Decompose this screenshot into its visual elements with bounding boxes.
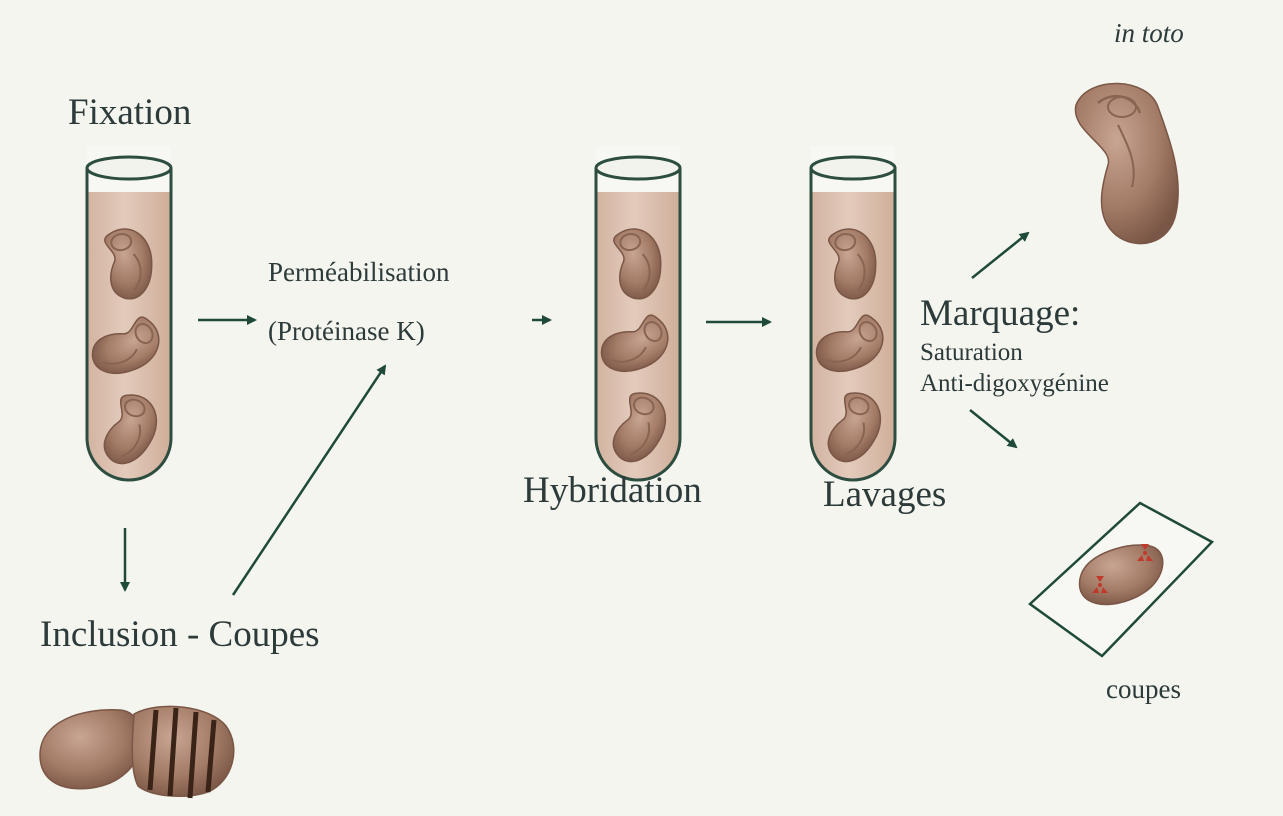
coupes-label: coupes xyxy=(1106,674,1181,704)
fixation-tube xyxy=(84,144,173,482)
proteinase-label: (Protéinase K) xyxy=(268,316,425,346)
lavages-label: Lavages xyxy=(823,474,947,515)
permeabilisation-label: Perméabilisation xyxy=(268,257,450,287)
arrow-inclusion-to-permeabilisation xyxy=(231,364,387,596)
in-toto-label: in toto xyxy=(1114,18,1184,48)
hybridation-label: Hybridation xyxy=(523,470,702,511)
marquage-label: Marquage: xyxy=(920,293,1081,334)
arrow-marquage-to-in-toto xyxy=(971,231,1030,279)
anti-digoxygenine-label: Anti-digoxygénine xyxy=(920,370,1109,397)
radioactive-marker-icon xyxy=(1092,576,1108,593)
arrow-marquage-to-coupes xyxy=(969,409,1018,449)
in-toto-embryo-icon xyxy=(1074,82,1179,245)
sectioned-embryo-icon xyxy=(39,705,235,799)
inclusion-coupes-label: Inclusion - Coupes xyxy=(40,614,320,655)
lavages-tube xyxy=(808,144,897,482)
fixation-label: Fixation xyxy=(68,92,192,133)
radioactive-marker-icon xyxy=(1137,544,1153,561)
hybridation-tube xyxy=(593,144,682,482)
glass-slide-icon xyxy=(1028,501,1215,658)
saturation-label: Saturation xyxy=(920,339,1023,366)
